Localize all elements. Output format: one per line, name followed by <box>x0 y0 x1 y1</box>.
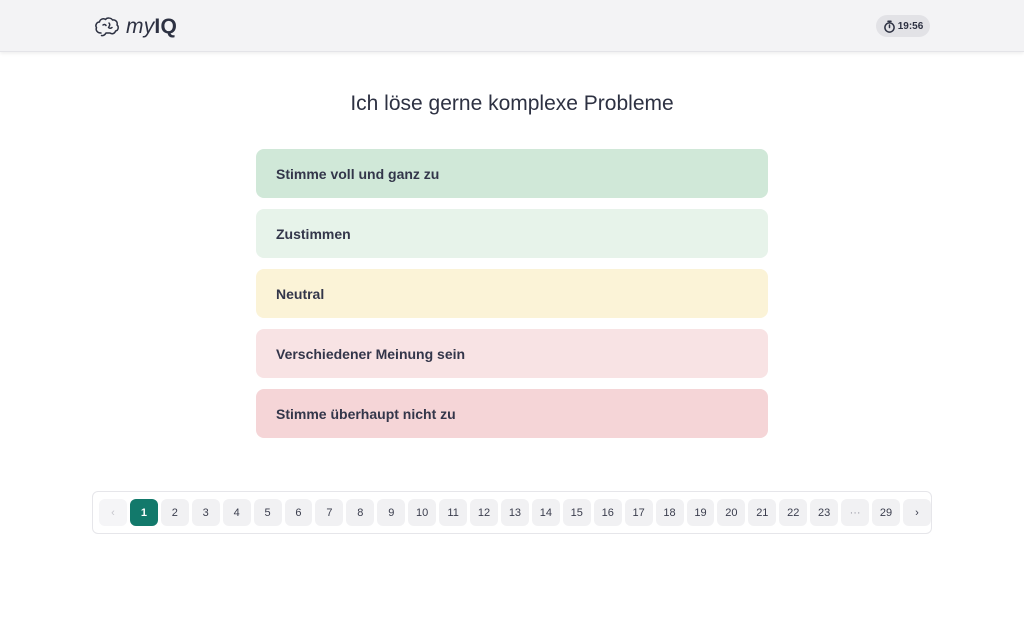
timer-badge: 19:56 <box>876 15 930 37</box>
page-button-13[interactable]: 13 <box>500 499 529 526</box>
option-label: Neutral <box>276 285 325 302</box>
page-button-20[interactable]: 20 <box>717 499 746 526</box>
page-button-12[interactable]: 12 <box>470 499 498 526</box>
app-header: myIQ 19:56 <box>0 0 1024 52</box>
pagination-next-button[interactable]: › <box>902 499 931 526</box>
page-button-9[interactable]: 9 <box>377 499 406 526</box>
page-button-1[interactable]: 1 <box>129 499 158 526</box>
chevron-left-icon: ‹ <box>111 506 115 519</box>
option-agree[interactable]: Zustimmen <box>256 209 768 258</box>
logo-iq: IQ <box>154 15 177 38</box>
page-button-29[interactable]: 29 <box>872 499 900 526</box>
option-label: Verschiedener Meinung sein <box>276 345 466 362</box>
page-button-15[interactable]: 15 <box>562 499 591 526</box>
option-neutral[interactable]: Neutral <box>256 269 768 318</box>
logo-text: myIQ <box>126 15 177 39</box>
app-logo[interactable]: myIQ <box>94 14 177 40</box>
page-button-11[interactable]: 11 <box>439 499 468 526</box>
pagination-prev-button[interactable]: ‹ <box>99 499 127 526</box>
option-strongly-disagree[interactable]: Stimme überhaupt nicht zu <box>256 389 768 438</box>
page-button-8[interactable]: 8 <box>346 499 375 526</box>
brain-icon <box>94 16 120 38</box>
option-disagree[interactable]: Verschiedener Meinung sein <box>256 329 768 378</box>
page-button-17[interactable]: 17 <box>624 499 653 526</box>
logo-my: my <box>126 15 155 38</box>
question-title: Ich löse gerne komplexe Probleme <box>350 92 674 115</box>
page-button-3[interactable]: 3 <box>191 499 220 526</box>
option-label: Stimme überhaupt nicht zu <box>276 405 456 422</box>
page-button-4[interactable]: 4 <box>222 499 251 526</box>
page-button-14[interactable]: 14 <box>531 499 560 526</box>
pagination-ellipsis: ··· <box>841 499 870 526</box>
option-label: Zustimmen <box>276 225 351 242</box>
option-label: Stimme voll und ganz zu <box>276 165 440 182</box>
page-button-21[interactable]: 21 <box>748 499 777 526</box>
timer-text: 19:56 <box>897 20 924 32</box>
page-button-7[interactable]: 7 <box>315 499 344 526</box>
page-button-10[interactable]: 10 <box>408 499 437 526</box>
pagination: ‹ 1 2 3 4 5 6 7 8 9 10 11 12 13 14 15 16… <box>92 491 932 534</box>
stopwatch-icon <box>883 19 896 33</box>
page-button-2[interactable]: 2 <box>160 499 189 526</box>
page-button-19[interactable]: 19 <box>686 499 715 526</box>
chevron-right-icon: › <box>915 506 919 519</box>
page-button-5[interactable]: 5 <box>253 499 282 526</box>
page-button-6[interactable]: 6 <box>284 499 313 526</box>
page-button-22[interactable]: 22 <box>779 499 808 526</box>
answer-options: Stimme voll und ganz zu Zustimmen Neutra… <box>256 149 768 449</box>
page-button-23[interactable]: 23 <box>810 499 839 526</box>
page-button-16[interactable]: 16 <box>593 499 622 526</box>
option-strongly-agree[interactable]: Stimme voll und ganz zu <box>256 149 768 198</box>
page-button-18[interactable]: 18 <box>655 499 684 526</box>
